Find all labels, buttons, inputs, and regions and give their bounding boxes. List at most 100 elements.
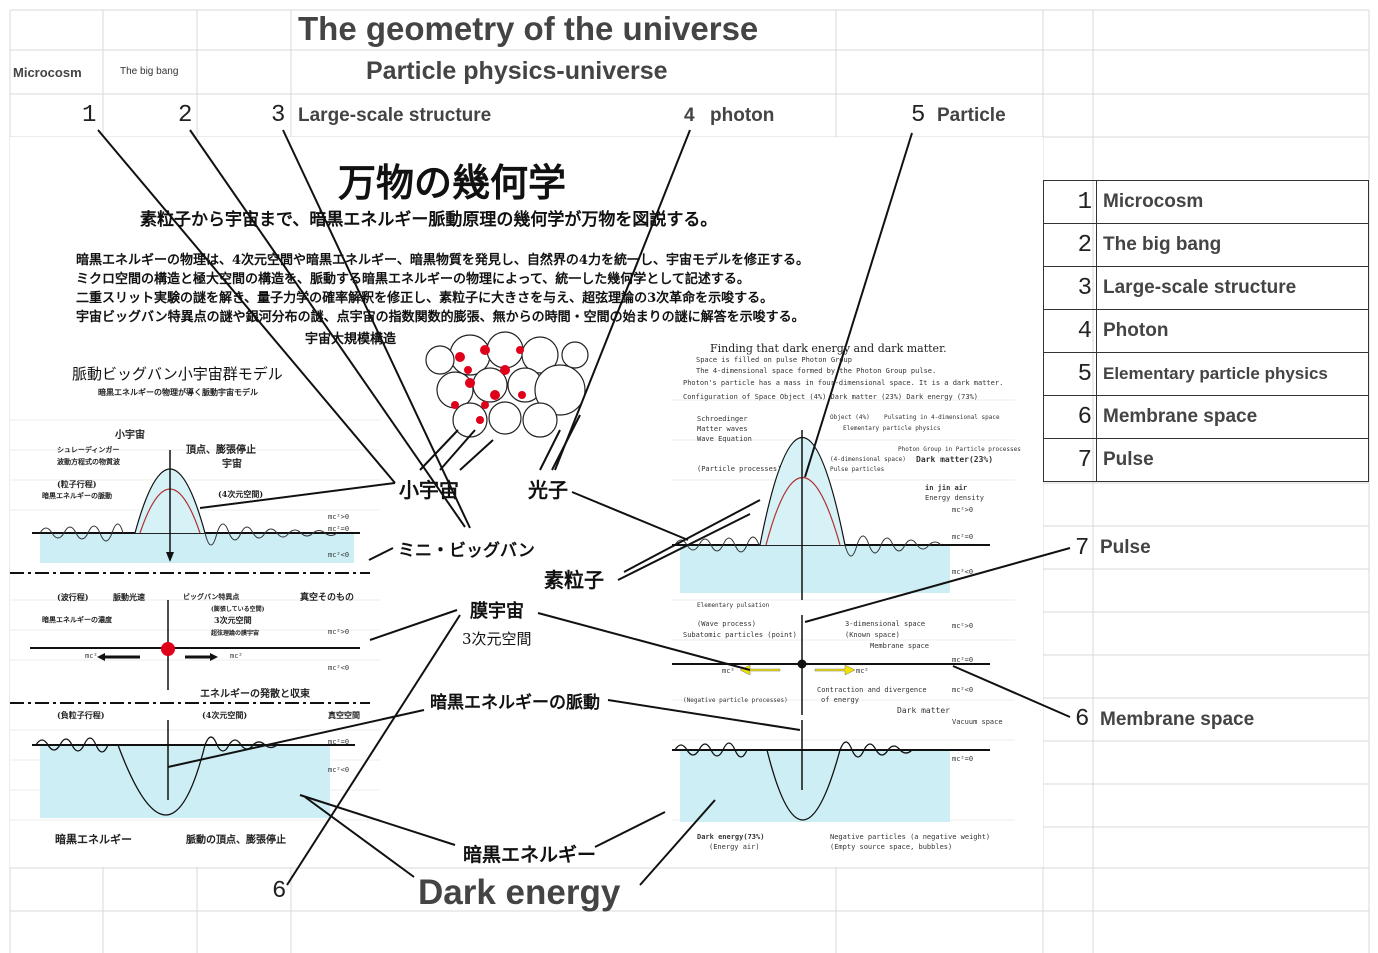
bottom-number-membrane: 6 xyxy=(272,878,287,905)
right-label: of energy xyxy=(821,696,859,704)
right-label: (4-dimensional space) xyxy=(830,456,906,463)
right-label: (Wave process) xyxy=(697,620,757,628)
right-label: Vacuum space xyxy=(952,718,1003,726)
right-label: Dark matter(23%) xyxy=(916,455,994,464)
right-label: Photon Group in Particle processes xyxy=(898,446,1021,453)
left-label: 頂点、膨張停止 xyxy=(186,445,256,456)
left-label: 暗黒エネルギーの脈動 xyxy=(42,491,112,500)
legend-number: 5 xyxy=(1043,352,1097,396)
left-label: (4次元空間) xyxy=(218,489,264,499)
mc-label-positive: mc²>0 xyxy=(328,513,350,521)
right-label: (Energy air) xyxy=(709,843,760,851)
column-number-5: 5 xyxy=(911,102,926,129)
legend-number: 3 xyxy=(1043,266,1097,310)
yellow-arrow-right xyxy=(814,664,856,676)
right-label: Membrane space xyxy=(870,642,930,650)
left-label: (膨張している空間) xyxy=(211,606,265,613)
right-label: Schroedinger xyxy=(697,415,748,423)
page-title: The geometry of the universe xyxy=(298,10,759,47)
left-label: 波動方程式の物質波 xyxy=(57,457,120,466)
right-panel-line: Space is filled on pulse Photon Group xyxy=(696,356,852,364)
left-label: エネルギーの発散と収束 xyxy=(200,689,310,700)
right-label: 3-dimensional space xyxy=(845,620,926,628)
lss-label-jp: 宇宙大規模構造 xyxy=(305,332,397,347)
label-microcosm-jp: 小宇宙 xyxy=(399,478,459,502)
left-label: 暗黒エネルギーの濃度 xyxy=(42,615,112,624)
column-number-3: 3 xyxy=(271,102,286,129)
figure-paragraph-line: 宇宙ビッグバン特異点の謎や銀河分布の謎、点宇宙の指数関数的膨張、無からの時間・空… xyxy=(76,310,805,325)
legend-number: 2 xyxy=(1043,223,1097,267)
right-label: Negative particles (a negative weight) xyxy=(830,833,991,841)
side-number-pulse: 7 xyxy=(1075,535,1090,562)
right-label: Dark matter xyxy=(897,706,950,715)
left-label: 小宇宙 xyxy=(115,430,145,441)
right-label: Dark energy(73%) xyxy=(697,833,765,841)
mc-label-positive: mc²>0 xyxy=(952,506,974,514)
mc-label-right: mc² xyxy=(230,652,243,660)
left-label: (粒子行程) xyxy=(57,479,97,489)
right-label: Pulse particles xyxy=(830,466,885,473)
side-number-membrane: 6 xyxy=(1075,706,1090,733)
mc-label-zero: mc²=0 xyxy=(952,533,974,541)
mc-label-negative: mc²<0 xyxy=(328,551,350,559)
label-mini-big-bang-jp: ミニ・ビッグバン xyxy=(398,541,535,561)
left-label: 超弦理論の膜宇宙 xyxy=(211,630,260,637)
left-top-water xyxy=(40,533,354,563)
mc-label-negative: mc²<0 xyxy=(328,664,350,672)
right-label: Object (4%) xyxy=(830,414,870,421)
big-bang-point xyxy=(161,642,175,656)
right-panel-line: Photon's particle has a mass in four-dim… xyxy=(683,379,1004,387)
column-number-2: 2 xyxy=(178,102,193,129)
left-label: (波行程) xyxy=(57,592,89,602)
header-label-microcosm: Microcosm xyxy=(13,65,82,80)
mc-label-negative: mc²<0 xyxy=(328,766,350,774)
left-label: 脈動光速 xyxy=(113,592,145,602)
legend-label: The big bang xyxy=(1096,223,1369,267)
right-label: Elementary pulsation xyxy=(697,602,770,609)
figure-paragraph-line: ミクロ空間の構造と極大空間の構造を、脈動する暗黒エネルギーの物理によって、統一し… xyxy=(76,272,750,287)
legend-number: 4 xyxy=(1043,309,1097,353)
right-panel-line: Configuration of Space Object (4%) Dark … xyxy=(683,393,979,401)
left-top-ripples xyxy=(39,523,338,546)
cell-dots xyxy=(451,345,526,424)
label-dark-energy-jp: 暗黒エネルギー xyxy=(463,844,597,866)
right-panel-grid xyxy=(672,399,1015,821)
side-label-pulse: Pulse xyxy=(1100,537,1151,558)
right-label: Matter waves xyxy=(697,425,748,433)
legend-label: Photon xyxy=(1096,309,1369,353)
mc-label-zero: mc²=0 xyxy=(952,755,974,763)
mc-label-positive: mc²>0 xyxy=(328,628,350,636)
right-label: Subatomic particles (point) xyxy=(683,631,797,639)
right-label: in jin air xyxy=(925,484,968,492)
right-panel-line: The 4-dimensional space formed by the Ph… xyxy=(696,367,937,375)
legend-number: 6 xyxy=(1043,395,1097,439)
right-label: Elementary particle physics xyxy=(843,425,941,432)
figure-paragraph-line: 二重スリット実験の謎を解き、量子力学の確率解釈を修正し、素粒子に大きさを与え、超… xyxy=(76,291,774,306)
dark-energy-label: Dark energy xyxy=(418,873,621,912)
mc-label-negative: mc²<0 xyxy=(952,686,974,694)
legend-label: Pulse xyxy=(1096,438,1369,482)
left-label: 暗黒エネルギー xyxy=(55,833,132,846)
legend-label: Elementary particle physics xyxy=(1096,352,1369,396)
left-label: ビッグバン特異点 xyxy=(183,592,240,601)
leader-lines xyxy=(97,129,1071,886)
label-3d-space-jp: 3次元空間 xyxy=(462,630,532,648)
page-subtitle: Particle physics-universe xyxy=(366,57,668,85)
mc-label-positive: mc²>0 xyxy=(952,622,974,630)
mc-label-left: mc² xyxy=(722,667,735,675)
right-ripples xyxy=(674,535,942,557)
legend-label: Microcosm xyxy=(1096,180,1369,224)
column-number-4: 4 xyxy=(684,105,695,126)
right-bottom-water xyxy=(680,750,950,822)
legend-label: Large-scale structure xyxy=(1096,266,1369,310)
right-panel-title: Finding that dark energy and dark matter… xyxy=(710,342,947,355)
mc-label-right: mc² xyxy=(856,667,869,675)
